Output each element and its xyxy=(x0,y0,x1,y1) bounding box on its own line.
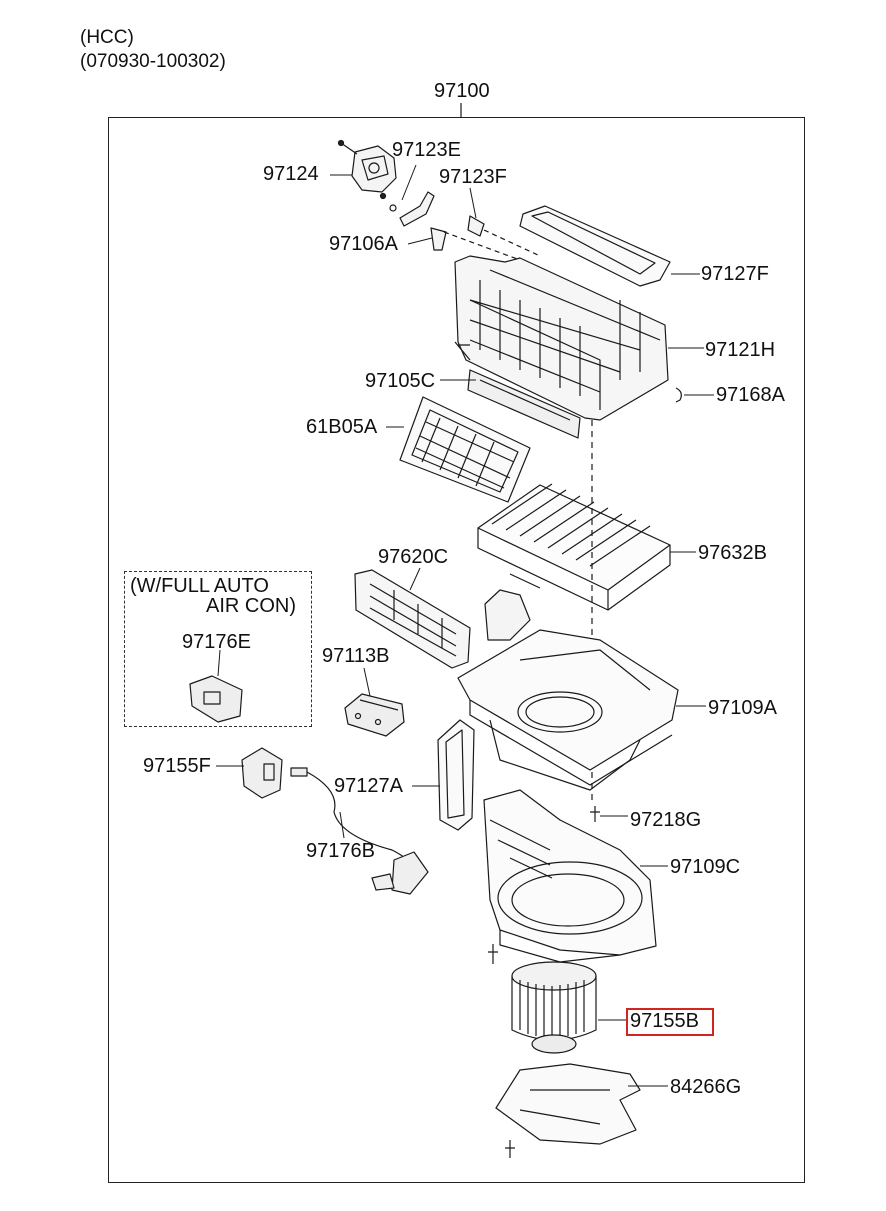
resistor-part xyxy=(344,693,405,737)
label-97105C: 97105C xyxy=(365,370,436,392)
assembly-frame xyxy=(108,117,805,1183)
auto-module-part xyxy=(189,675,243,723)
label-61B05A: 61B05A xyxy=(306,416,378,438)
full-auto-inset-box xyxy=(124,571,312,727)
label-97124: 97124 xyxy=(263,163,319,185)
door-lever-part xyxy=(430,227,447,251)
blower-case-part xyxy=(483,789,657,963)
seal-top-part xyxy=(519,205,671,287)
label-97168A: 97168A xyxy=(716,384,785,406)
clip-part xyxy=(675,387,682,403)
gasket-part xyxy=(437,719,475,831)
label-97113B: 97113B xyxy=(322,645,390,667)
label-97109A: 97109A xyxy=(708,697,777,719)
model-code: (HCC) xyxy=(80,27,134,48)
label-97155F: 97155F xyxy=(143,755,211,777)
lever-part xyxy=(467,215,485,237)
label-97123E: 97123E xyxy=(392,139,461,161)
label-84266G: 84266G xyxy=(670,1076,742,1098)
inset-title-line2: AIR CON) xyxy=(206,595,296,617)
lower-cover-part xyxy=(495,1063,641,1145)
highlighted-part-box xyxy=(626,1008,714,1036)
label-97176B: 97176B xyxy=(306,840,375,862)
label-97109C: 97109C xyxy=(670,856,741,878)
blower-motor-part xyxy=(511,961,597,1054)
inset-title-line1: (W/FULL AUTO xyxy=(130,575,269,597)
actuator-part xyxy=(337,139,397,193)
wiring-harness-part xyxy=(290,767,429,895)
production-range: (070930-100302) xyxy=(80,51,226,72)
assembly-number: 97100 xyxy=(434,80,490,102)
screw-part xyxy=(590,806,600,822)
label-97127F: 97127F xyxy=(701,263,769,285)
air-filter-part xyxy=(477,483,671,611)
label-97123F: 97123F xyxy=(439,166,507,188)
connector-part xyxy=(241,747,283,799)
filter-cover-part xyxy=(399,396,531,503)
bracket-part xyxy=(354,569,471,669)
label-97632B: 97632B xyxy=(698,542,767,564)
heater-case-part xyxy=(457,629,679,791)
intake-case-part xyxy=(454,255,669,421)
label-97106A: 97106A xyxy=(329,233,398,255)
label-97218G: 97218G xyxy=(630,809,702,831)
label-97127A: 97127A xyxy=(334,775,403,797)
label-97620C: 97620C xyxy=(378,546,449,568)
link-lever-part xyxy=(399,191,435,227)
label-97176E: 97176E xyxy=(182,631,251,653)
label-97121H: 97121H xyxy=(705,339,776,361)
label-97155B: 97155B xyxy=(630,1010,699,1032)
